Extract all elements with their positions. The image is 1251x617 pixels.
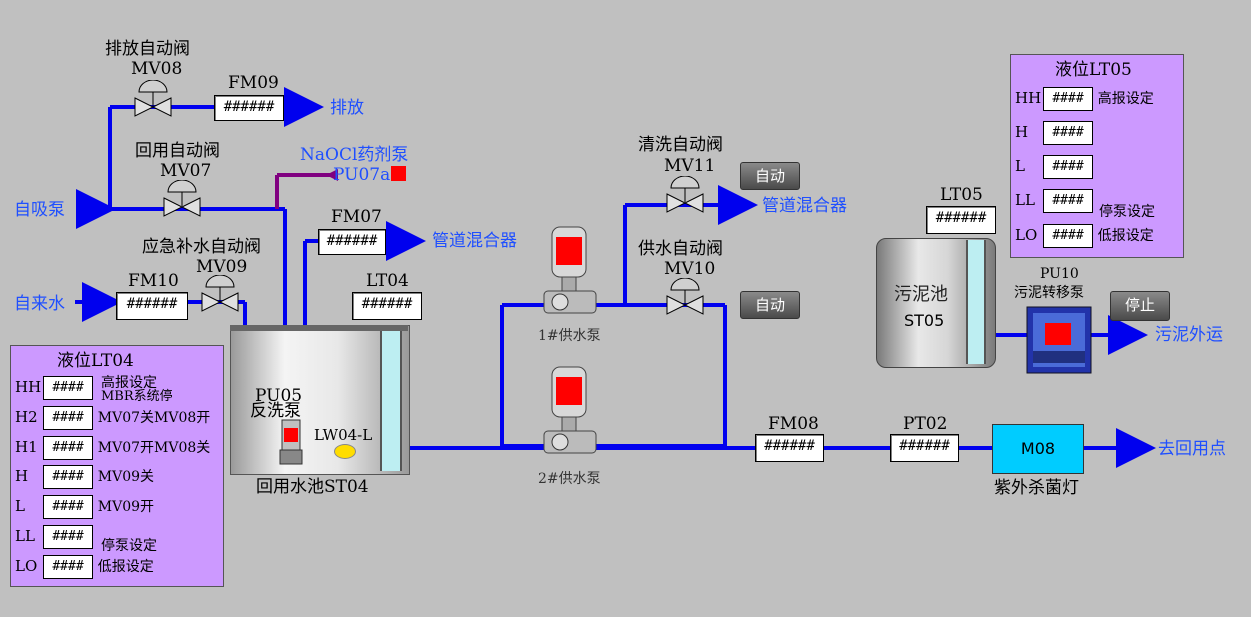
backwash-pump-icon[interactable] — [276, 418, 306, 468]
tank-st04-level-gauge — [380, 331, 402, 471]
supply-pump-2-label: 2#供水泵 — [538, 471, 601, 487]
pu10-stop-button[interactable]: 停止 — [1110, 291, 1170, 321]
panel-lt04-row-h: H#### MV09关 — [15, 463, 154, 489]
level-switch-label: LW04-L — [314, 426, 373, 444]
valve-mv07-icon[interactable] — [162, 180, 202, 220]
lt05-value: ###### — [926, 206, 996, 234]
panel-lt04-ll-desc: 停泵设定 — [101, 538, 157, 554]
fm09-value: ###### — [214, 95, 284, 121]
valve-mv07-title: 回用自动阀 — [135, 141, 220, 161]
fm07-tag: FM07 — [331, 207, 382, 227]
pt02-value: ###### — [890, 434, 959, 462]
panel-lt05-row-ll: LL#### — [1015, 187, 1093, 213]
fm07-value: ###### — [318, 229, 386, 255]
panel-lt05-row-h: H#### — [1015, 119, 1093, 145]
sludge-transfer-pump-icon[interactable] — [1025, 305, 1093, 375]
dosing-pump-tag: PU07a — [333, 165, 391, 185]
fm08-value: ###### — [755, 434, 824, 462]
valve-mv09-title: 应急补水自动阀 — [142, 237, 261, 257]
valve-mv11-icon[interactable] — [665, 176, 705, 216]
panel-lt05-row-l: L#### — [1015, 153, 1093, 179]
valve-mv08-title: 排放自动阀 — [105, 39, 190, 59]
dosing-pump-title: NaOCl药剂泵 — [300, 145, 409, 165]
reuse-point-label: 去回用点 — [1158, 439, 1226, 459]
uv-lamp-tag: M08 — [1020, 439, 1056, 458]
panel-lt05-ll-desc: 停泵设定 — [1099, 204, 1155, 220]
panel-lt04-row-h2: H2#### MV07关MV08开 — [15, 404, 210, 430]
valve-mv09-tag: MV09 — [196, 257, 248, 277]
mv11-auto-button[interactable]: 自动 — [740, 162, 800, 190]
panel-lt04-row-hh: HH#### — [15, 374, 93, 400]
backwash-pump-tag: PU05 — [255, 386, 303, 406]
valve-mv08-icon[interactable] — [133, 80, 173, 120]
panel-lt05-row-lo: LO#### 低报设定 — [1015, 222, 1154, 248]
valve-mv09-icon[interactable] — [200, 275, 240, 315]
mixer-label-2: 管道混合器 — [762, 196, 847, 216]
supply-pump-1-icon[interactable] — [540, 225, 600, 320]
panel-lt04-row-h1: H1#### MV07开MV08关 — [15, 434, 210, 460]
fm10-value: ###### — [116, 292, 188, 320]
tank-st05-level-gauge — [966, 240, 986, 364]
lt04-value: ###### — [352, 292, 422, 320]
mv10-auto-button[interactable]: 自动 — [740, 291, 800, 319]
valve-mv10-title: 供水自动阀 — [638, 239, 723, 259]
level-panel-lt04: 液位LT04 HH#### 高报设定 MBR系统停 H2#### MV07关MV… — [10, 345, 224, 587]
tap-water-label: 自来水 — [14, 294, 65, 314]
panel-lt04-row-lo: LO#### 低报设定 — [15, 553, 154, 579]
panel-lt04-hh-desc2: MBR系统停 — [101, 389, 173, 404]
drain-label: 排放 — [330, 98, 364, 118]
valve-mv08-tag: MV08 — [131, 59, 183, 79]
level-panel-lt05: 液位LT05 HH#### 高报设定 H#### L#### LL#### 停泵… — [1010, 54, 1184, 258]
valve-mv11-title: 清洗自动阀 — [638, 135, 723, 155]
lt04-tag: LT04 — [366, 271, 409, 291]
panel-lt04-row-ll: LL#### — [15, 523, 93, 549]
valve-mv07-tag: MV07 — [160, 161, 212, 181]
fm08-tag: FM08 — [768, 414, 819, 434]
backwash-pump-name: 反洗泵 — [250, 401, 301, 421]
uv-lamp-m08[interactable]: M08 — [992, 424, 1084, 474]
pt02-tag: PT02 — [903, 414, 948, 434]
supply-pump-1-label: 1#供水泵 — [538, 328, 601, 344]
valve-mv10-icon[interactable] — [665, 278, 705, 318]
valve-mv11-tag: MV11 — [664, 156, 716, 176]
panel-lt05-title: 液位LT05 — [1055, 60, 1132, 80]
fm09-tag: FM09 — [228, 73, 279, 93]
panel-lt04-hh-desc: 高报设定 — [101, 375, 157, 391]
level-switch-lw04-icon — [334, 444, 356, 459]
pu10-name: 污泥转移泵 — [1014, 285, 1084, 301]
supply-pump-2-icon[interactable] — [540, 365, 600, 460]
tank-st04-rim — [230, 325, 408, 331]
lt05-tag: LT05 — [940, 185, 983, 205]
sludge-tank-name: 污泥池 — [894, 284, 948, 305]
dosing-pump-status-icon[interactable] — [391, 166, 406, 181]
fm10-tag: FM10 — [128, 271, 179, 291]
valve-mv10-tag: MV10 — [664, 259, 716, 279]
mixer-label-1: 管道混合器 — [432, 231, 517, 251]
self-prime-pump-label: 自吸泵 — [14, 200, 65, 220]
sludge-out-label: 污泥外运 — [1155, 325, 1223, 345]
uv-lamp-name: 紫外杀菌灯 — [994, 478, 1079, 498]
sludge-tank-tag: ST05 — [904, 311, 945, 330]
panel-lt04-row-l: L#### MV09开 — [15, 493, 154, 519]
panel-lt05-row-hh: HH#### 高报设定 — [1015, 85, 1154, 111]
pu10-tag: PU10 — [1040, 266, 1079, 282]
panel-lt04-title: 液位LT04 — [57, 351, 134, 371]
reuse-tank-name: 回用水池ST04 — [256, 477, 369, 497]
